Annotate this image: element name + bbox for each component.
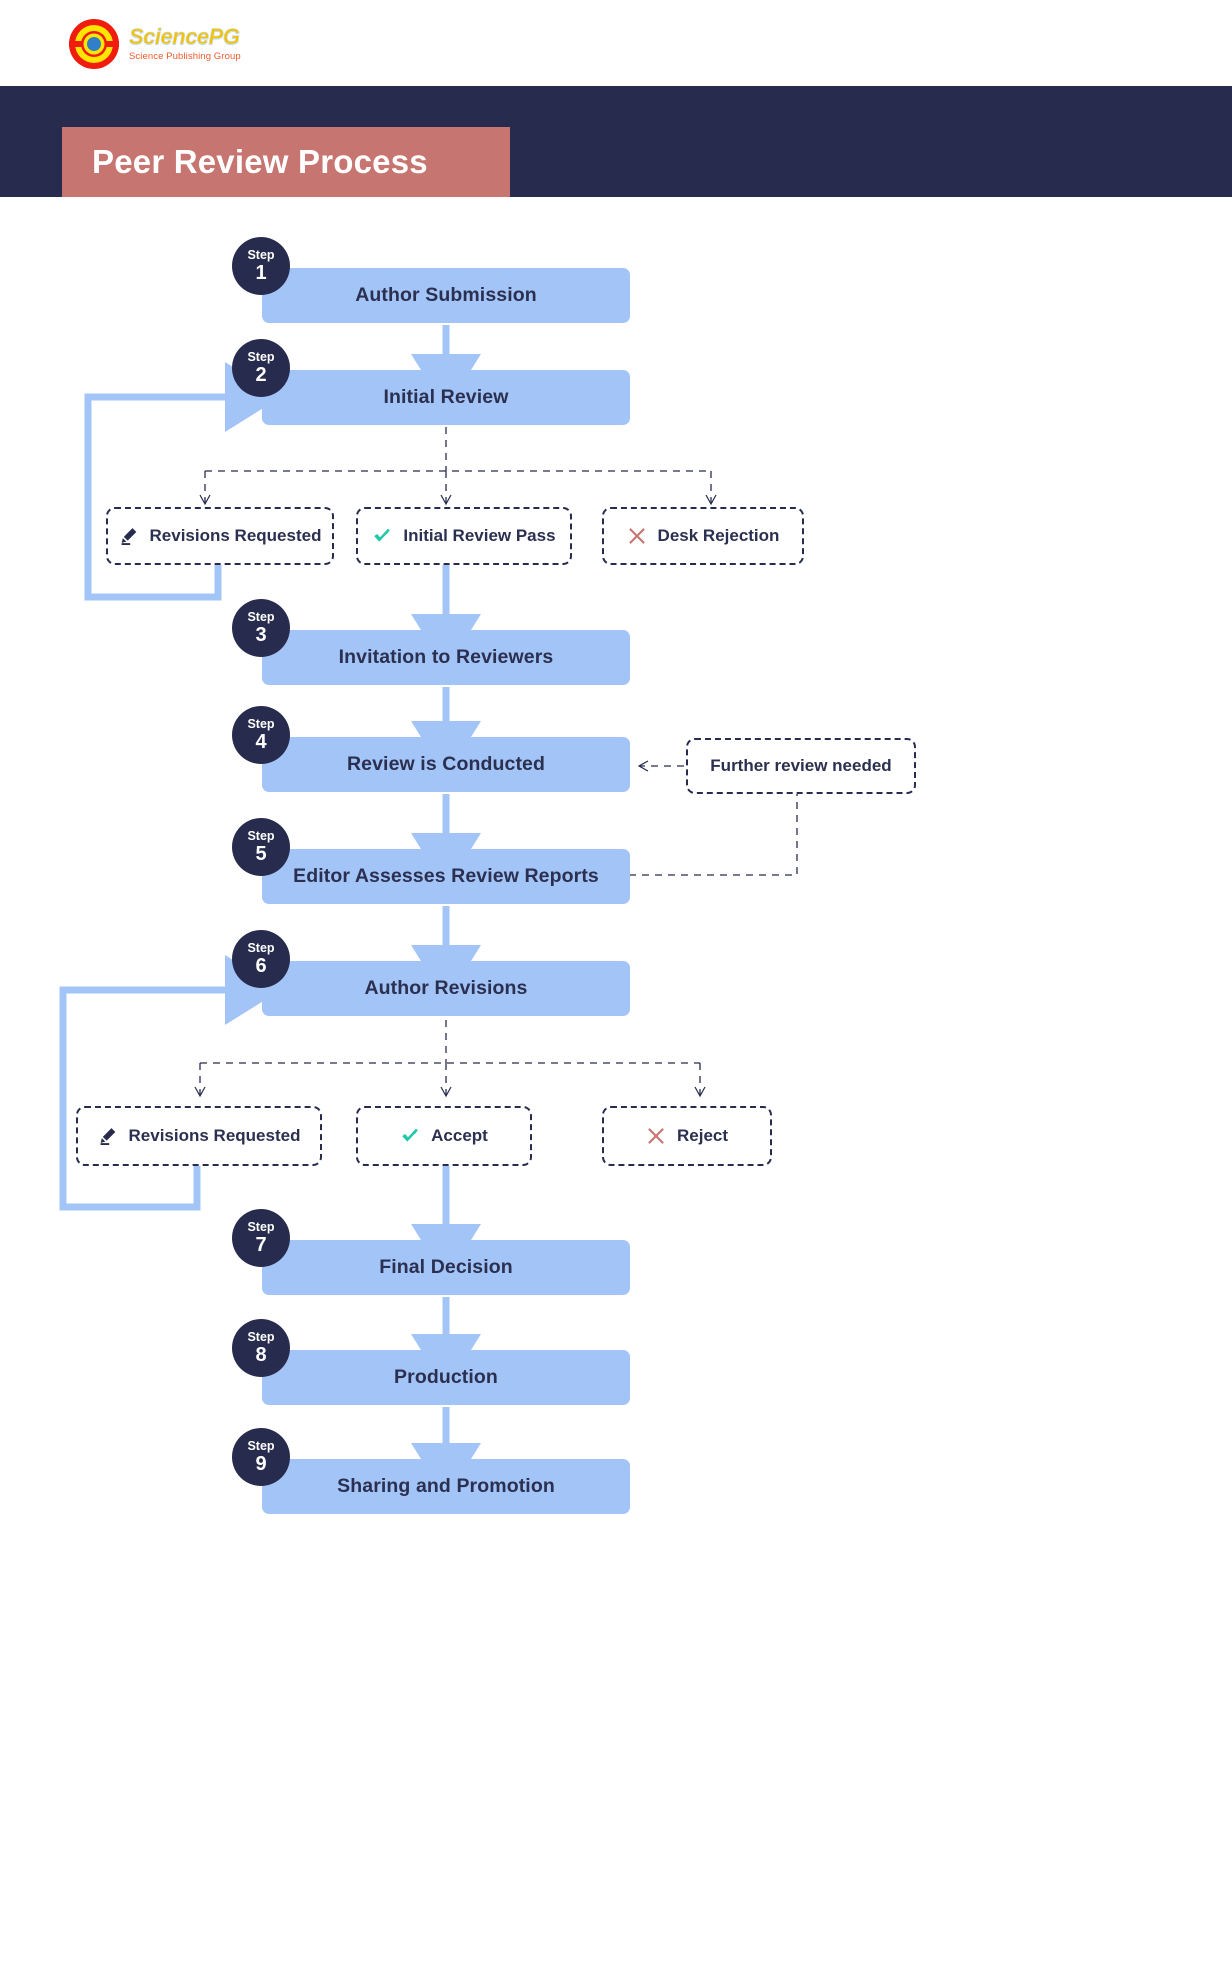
step-box-invitation-to-reviewers[interactable]: Invitation to Reviewers xyxy=(262,630,630,685)
step-box-editor-assesses-review-reports[interactable]: Editor Assesses Review Reports xyxy=(262,849,630,904)
option-revisions-requested-1[interactable]: Revisions Requested xyxy=(106,507,334,565)
step-row-1[interactable]: Step 1 Author Submission xyxy=(232,237,630,323)
step-badge-label-8: Step xyxy=(247,1330,275,1345)
option-accept[interactable]: Accept xyxy=(356,1106,532,1166)
step-badge-9: Step 9 xyxy=(232,1428,290,1486)
brand-logo[interactable]: SciencePG Science Publishing Group xyxy=(68,18,241,70)
step-row-6[interactable]: Step 6 Author Revisions xyxy=(232,930,630,1016)
step-label-3: Invitation to Reviewers xyxy=(338,646,554,668)
step-badge-number-5: 5 xyxy=(255,842,267,865)
check-icon xyxy=(374,528,391,542)
pen-icon xyxy=(121,528,136,545)
note-further-review-needed[interactable]: Further review needed xyxy=(686,738,916,794)
step-badge-number-1: 1 xyxy=(255,261,267,284)
step-label-2: Initial Review xyxy=(383,386,509,408)
cross-icon xyxy=(628,528,645,544)
step-badge-number-8: 8 xyxy=(255,1343,267,1366)
cross-icon xyxy=(648,1128,664,1144)
step-badge-label-4: Step xyxy=(247,717,275,732)
option-label-desk-rejection: Desk Rejection xyxy=(657,526,780,545)
option-label-initial-review-pass: Initial Review Pass xyxy=(403,526,556,545)
option-label-reject: Reject xyxy=(676,1126,729,1145)
step-box-author-revisions[interactable]: Author Revisions xyxy=(262,961,630,1016)
step-row-7[interactable]: Step 7 Final Decision xyxy=(232,1209,630,1295)
option-label-revisions-requested-1: Revisions Requested xyxy=(149,526,322,545)
step-badge-label-9: Step xyxy=(247,1439,275,1454)
step-label-5: Editor Assesses Review Reports xyxy=(293,865,599,887)
step-row-3[interactable]: Step 3 Invitation to Reviewers xyxy=(232,599,630,685)
step-badge-7: Step 7 xyxy=(232,1209,290,1267)
step-badge-label-1: Step xyxy=(247,248,275,263)
step-badge-number-7: 7 xyxy=(255,1233,267,1256)
step-badge-number-2: 2 xyxy=(255,363,267,386)
step-label-4: Review is Conducted xyxy=(346,753,546,775)
step-badge-4: Step 4 xyxy=(232,706,290,764)
step-row-4[interactable]: Step 4 Review is Conducted xyxy=(232,706,630,792)
step-badge-label-5: Step xyxy=(247,829,275,844)
step-label-7: Final Decision xyxy=(379,1256,513,1278)
option-reject[interactable]: Reject xyxy=(602,1106,772,1166)
step-label-8: Production xyxy=(394,1366,498,1388)
connector-layer xyxy=(59,325,798,1499)
option-revisions-requested-2[interactable]: Revisions Requested xyxy=(76,1106,322,1166)
step-row-2[interactable]: Step 2 Initial Review xyxy=(232,339,630,425)
step-row-5[interactable]: Step 5 Editor Assesses Review Reports xyxy=(232,818,630,904)
pen-icon xyxy=(100,1128,115,1145)
option-initial-review-pass[interactable]: Initial Review Pass xyxy=(356,507,572,565)
step-box-initial-review[interactable]: Initial Review xyxy=(262,370,630,425)
page-title-box: Peer Review Process xyxy=(62,127,510,197)
step-box-review-is-conducted[interactable]: Review is Conducted xyxy=(262,737,630,792)
step-badge-label-7: Step xyxy=(247,1220,275,1235)
step-badge-number-4: 4 xyxy=(255,730,267,753)
brand-name: SciencePG xyxy=(129,24,241,50)
step-label-1: Author Submission xyxy=(355,284,537,306)
step-badge-5: Step 5 xyxy=(232,818,290,876)
step-badge-label-2: Step xyxy=(247,350,275,365)
step-badge-number-3: 3 xyxy=(255,623,267,646)
note-label-further-review-needed: Further review needed xyxy=(710,756,892,775)
step-badge-label-3: Step xyxy=(247,610,275,625)
step-box-production[interactable]: Production xyxy=(262,1350,630,1405)
step-badge-1: Step 1 xyxy=(232,237,290,295)
option-desk-rejection[interactable]: Desk Rejection xyxy=(602,507,804,565)
step-badge-6: Step 6 xyxy=(232,930,290,988)
step-box-author-submission[interactable]: Author Submission xyxy=(262,268,630,323)
check-icon xyxy=(402,1128,418,1142)
step-badge-number-9: 9 xyxy=(255,1452,267,1475)
page-header: SciencePG Science Publishing Group xyxy=(0,0,1232,86)
step-label-9: Sharing and Promotion xyxy=(337,1475,555,1497)
step-badge-number-6: 6 xyxy=(255,954,267,977)
step-row-8[interactable]: Step 8 Production xyxy=(232,1319,630,1405)
step-badge-3: Step 3 xyxy=(232,599,290,657)
step-box-sharing-and-promotion[interactable]: Sharing and Promotion xyxy=(262,1459,630,1514)
option-label-revisions-requested-2: Revisions Requested xyxy=(128,1126,301,1145)
option-label-accept: Accept xyxy=(431,1126,488,1145)
step-badge-8: Step 8 xyxy=(232,1319,290,1377)
step-box-final-decision[interactable]: Final Decision xyxy=(262,1240,630,1295)
step-label-6: Author Revisions xyxy=(364,977,528,999)
step-badge-label-6: Step xyxy=(247,941,275,956)
flowchart-canvas: Step 1 Author Submission Step 2 Initial … xyxy=(0,197,1232,1986)
sciencepg-circular-logo-icon xyxy=(69,19,119,69)
page-title: Peer Review Process xyxy=(92,143,428,180)
step-row-9[interactable]: Step 9 Sharing and Promotion xyxy=(232,1428,630,1514)
step-badge-2: Step 2 xyxy=(232,339,290,397)
brand-tagline: Science Publishing Group xyxy=(129,51,241,63)
